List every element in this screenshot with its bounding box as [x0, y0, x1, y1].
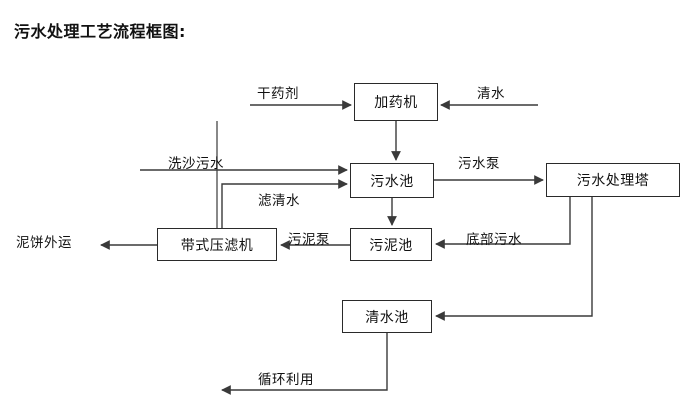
label-filtrate-water: 滤清水	[258, 193, 300, 209]
node-label: 污水池	[370, 173, 414, 190]
edge-clear-pool-to-recycle	[221, 333, 388, 395]
label-sand-washing-sewage: 洗沙污水	[168, 156, 224, 172]
node-belt-filter-press[interactable]: 带式压滤机	[157, 228, 277, 261]
node-dosing-machine[interactable]: 加药机	[354, 83, 438, 121]
label-dry-agent: 干药剂	[257, 86, 299, 102]
label-clean-water: 清水	[477, 86, 505, 102]
label-bottom-sewage: 底部污水	[466, 232, 522, 248]
edge-tower-to-clear-pool	[435, 197, 593, 321]
node-label: 带式压滤机	[180, 237, 254, 254]
edge-tower-to-sludge-pool	[435, 197, 571, 249]
node-clear-water-pool[interactable]: 清水池	[342, 300, 432, 333]
node-label: 清水池	[365, 309, 409, 326]
label-sewage-pump: 污水泵	[458, 156, 500, 172]
node-sludge-pool[interactable]: 污泥池	[350, 228, 432, 261]
label-sludge-pump: 污泥泵	[288, 232, 330, 248]
label-mud-cake-transport: 泥饼外运	[16, 235, 72, 251]
label-recycle-reuse: 循环利用	[258, 372, 314, 388]
node-sewage-treatment-tower[interactable]: 污水处理塔	[546, 163, 680, 197]
edge-filtrate-to-sewage-pool	[221, 179, 348, 228]
node-label: 加药机	[374, 95, 418, 111]
page-title: 污水处理工艺流程框图:	[14, 22, 186, 41]
node-label: 污水处理塔	[576, 173, 650, 189]
node-label: 污泥池	[369, 237, 413, 254]
node-sewage-pool[interactable]: 污水池	[350, 163, 434, 198]
